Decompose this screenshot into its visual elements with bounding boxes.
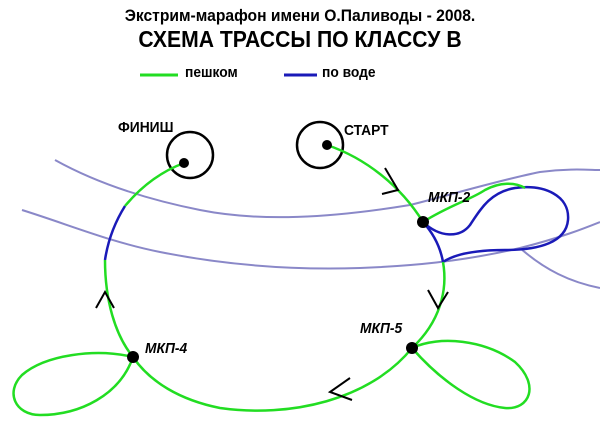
direction-arrow-3 (327, 377, 353, 401)
mkp2-label: МКП-2 (428, 189, 471, 206)
river-bank-upper (54, 159, 600, 219)
start-ring (295, 120, 345, 170)
mkp5-dot (406, 342, 418, 354)
water-route-mkp2-down (422, 221, 445, 263)
finish-label: ФИНИШ (118, 119, 174, 136)
finish-dot (179, 158, 189, 168)
water-route-mkp2-loop (422, 186, 570, 264)
legend-walk-label: пешком (185, 64, 238, 81)
walk-mkp4-loop (12, 351, 135, 417)
finish-ring (165, 130, 215, 180)
map-subtitle: Экстрим-марафон имени О.Паливоды - 2008. (124, 6, 476, 25)
direction-arrow-4 (95, 289, 115, 309)
mkp4-dot (127, 351, 139, 363)
direction-arrow-2 (427, 289, 449, 310)
river-bank-lower (21, 209, 600, 270)
start-dot (322, 140, 332, 150)
map-title: СХЕМА ТРАССЫ ПО КЛАССУ В (138, 26, 462, 52)
start-label: СТАРТ (344, 122, 389, 139)
mkp4-label: МКП-4 (145, 340, 188, 357)
water-route-left (103, 205, 127, 261)
walk-start-to-mkp2 (326, 143, 425, 223)
walk-mkp2-bypass (422, 182, 526, 224)
walk-river-to-finish (124, 161, 185, 207)
mkp5-label: МКП-5 (360, 320, 403, 337)
river-bank-right (519, 247, 600, 289)
walk-mkp5-to-mkp4 (131, 347, 413, 412)
direction-arrow-1 (381, 167, 400, 195)
walk-mkp5-loop (411, 339, 531, 410)
mkp2-dot (417, 216, 429, 228)
legend-water-label: по воде (322, 64, 376, 81)
walk-mkp4-to-river (103, 259, 134, 358)
